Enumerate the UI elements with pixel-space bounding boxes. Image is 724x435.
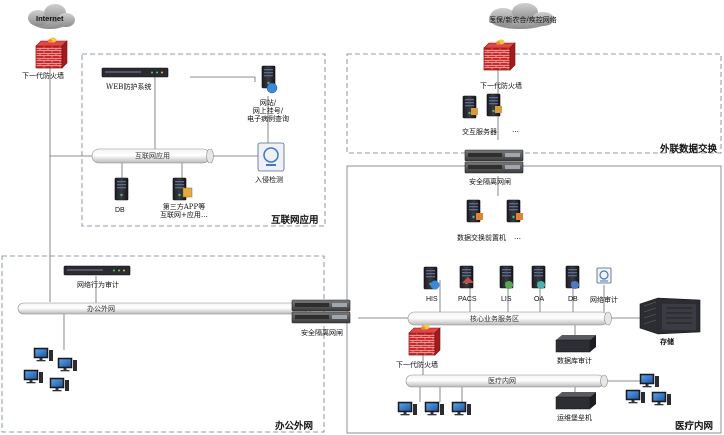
- waf-label: WEB防护系统: [106, 83, 152, 91]
- external-cloud-label: 医保/新农合/疾控网络: [489, 16, 557, 24]
- net-audit-icon: [596, 267, 612, 284]
- bus-internet-app-label: 互联网应用: [135, 152, 170, 160]
- firewall-inner-label: 下一代防火墙: [396, 361, 438, 369]
- internet-cloud-label: Internet: [36, 14, 64, 23]
- db-label: DB: [115, 207, 125, 214]
- web-servers-label: 网站/ 网上挂号/ 电子病例查询: [247, 99, 289, 124]
- medical-pcs-left-icon: [397, 401, 472, 416]
- zone-office-net: [1, 255, 325, 433]
- bastion-host-icon: [555, 392, 596, 410]
- behavior-audit-device-icon: [63, 265, 131, 276]
- ellipsis-1: …: [512, 126, 519, 134]
- exchange-server-label: 交互服务器: [462, 128, 497, 136]
- his-label: HIS: [426, 296, 438, 303]
- zone-internet-app-title: 互联网应用: [271, 215, 319, 226]
- db-server-icon: [114, 177, 129, 201]
- pacs-label: PACS: [458, 296, 477, 303]
- office-pcs-icon: [23, 347, 78, 392]
- bus-office-out: [17, 302, 312, 315]
- ellipsis-2: …: [514, 233, 521, 241]
- bastion-label: 运维堡垒机: [557, 414, 592, 422]
- bus-office-out-label: 办公外网: [87, 305, 115, 313]
- db-core-server-icon: [565, 265, 580, 289]
- db-core-label: DB: [568, 296, 578, 303]
- front-server-label: 数据交换前置机: [457, 234, 506, 242]
- zone-external-exchange: [346, 53, 722, 154]
- gateway-exchange-icon: [464, 149, 524, 174]
- zone-external-exchange-title: 外联数据交换: [660, 144, 718, 155]
- firewall-top-left-icon: [35, 37, 68, 69]
- net-audit-label: 网络审计: [590, 296, 618, 304]
- lis-label: LIS: [501, 296, 512, 303]
- oa-server-icon: [531, 265, 546, 289]
- internet-cloud-icon: [28, 4, 75, 29]
- gateway-office-label: 安全隔离网闸: [301, 329, 343, 337]
- core-servers: [423, 265, 580, 290]
- storage-icon: [639, 297, 701, 335]
- pacs-server-icon: [459, 265, 474, 289]
- bus-medical-in-label: 医疗内网: [488, 377, 516, 385]
- connection-lines: [49, 60, 640, 402]
- medical-pcs-right-icon: [625, 373, 672, 406]
- zone-medical-net: [346, 165, 722, 434]
- bus-internet-app: [91, 148, 214, 164]
- front-server-icon: [466, 199, 523, 223]
- oa-label: OA: [534, 296, 545, 303]
- third-party-app-icon: [172, 177, 193, 201]
- bus-core-label: 核心业务服务区: [470, 315, 519, 323]
- waf-device-icon: [101, 67, 169, 78]
- intrusion-detection-icon: [257, 142, 285, 172]
- external-cloud-icon: [490, 3, 554, 29]
- db-audit-device-icon: [555, 335, 596, 353]
- storage-label: 存储: [660, 337, 674, 346]
- intrusion-label: 入侵检测: [255, 176, 283, 184]
- lis-server-icon: [499, 265, 514, 289]
- zone-medical-net-title: 医疗内网: [675, 421, 714, 432]
- web-server-icon: [261, 65, 278, 94]
- gateway-exchange-label: 安全隔离网闸: [469, 178, 511, 186]
- zone-internet-app: [81, 53, 326, 227]
- behavior-audit-label: 网络行为审计: [77, 281, 119, 289]
- firewall-top-left-label: 下一代防火墙: [22, 72, 64, 80]
- his-server-icon: [423, 266, 440, 290]
- bus-medical-in: [405, 374, 608, 388]
- db-audit-label: 数据库审计: [557, 357, 592, 365]
- firewall-inner-icon: [408, 324, 441, 356]
- firewall-top-right-icon: [483, 39, 516, 71]
- exchange-server-icon: [462, 93, 502, 119]
- zone-office-net-title: 办公外网: [275, 421, 314, 432]
- bus-core: [407, 311, 612, 326]
- third-party-label: 第三方APP等 互联网+应用…: [160, 203, 208, 220]
- firewall-top-right-label: 下一代防火墙: [480, 82, 522, 90]
